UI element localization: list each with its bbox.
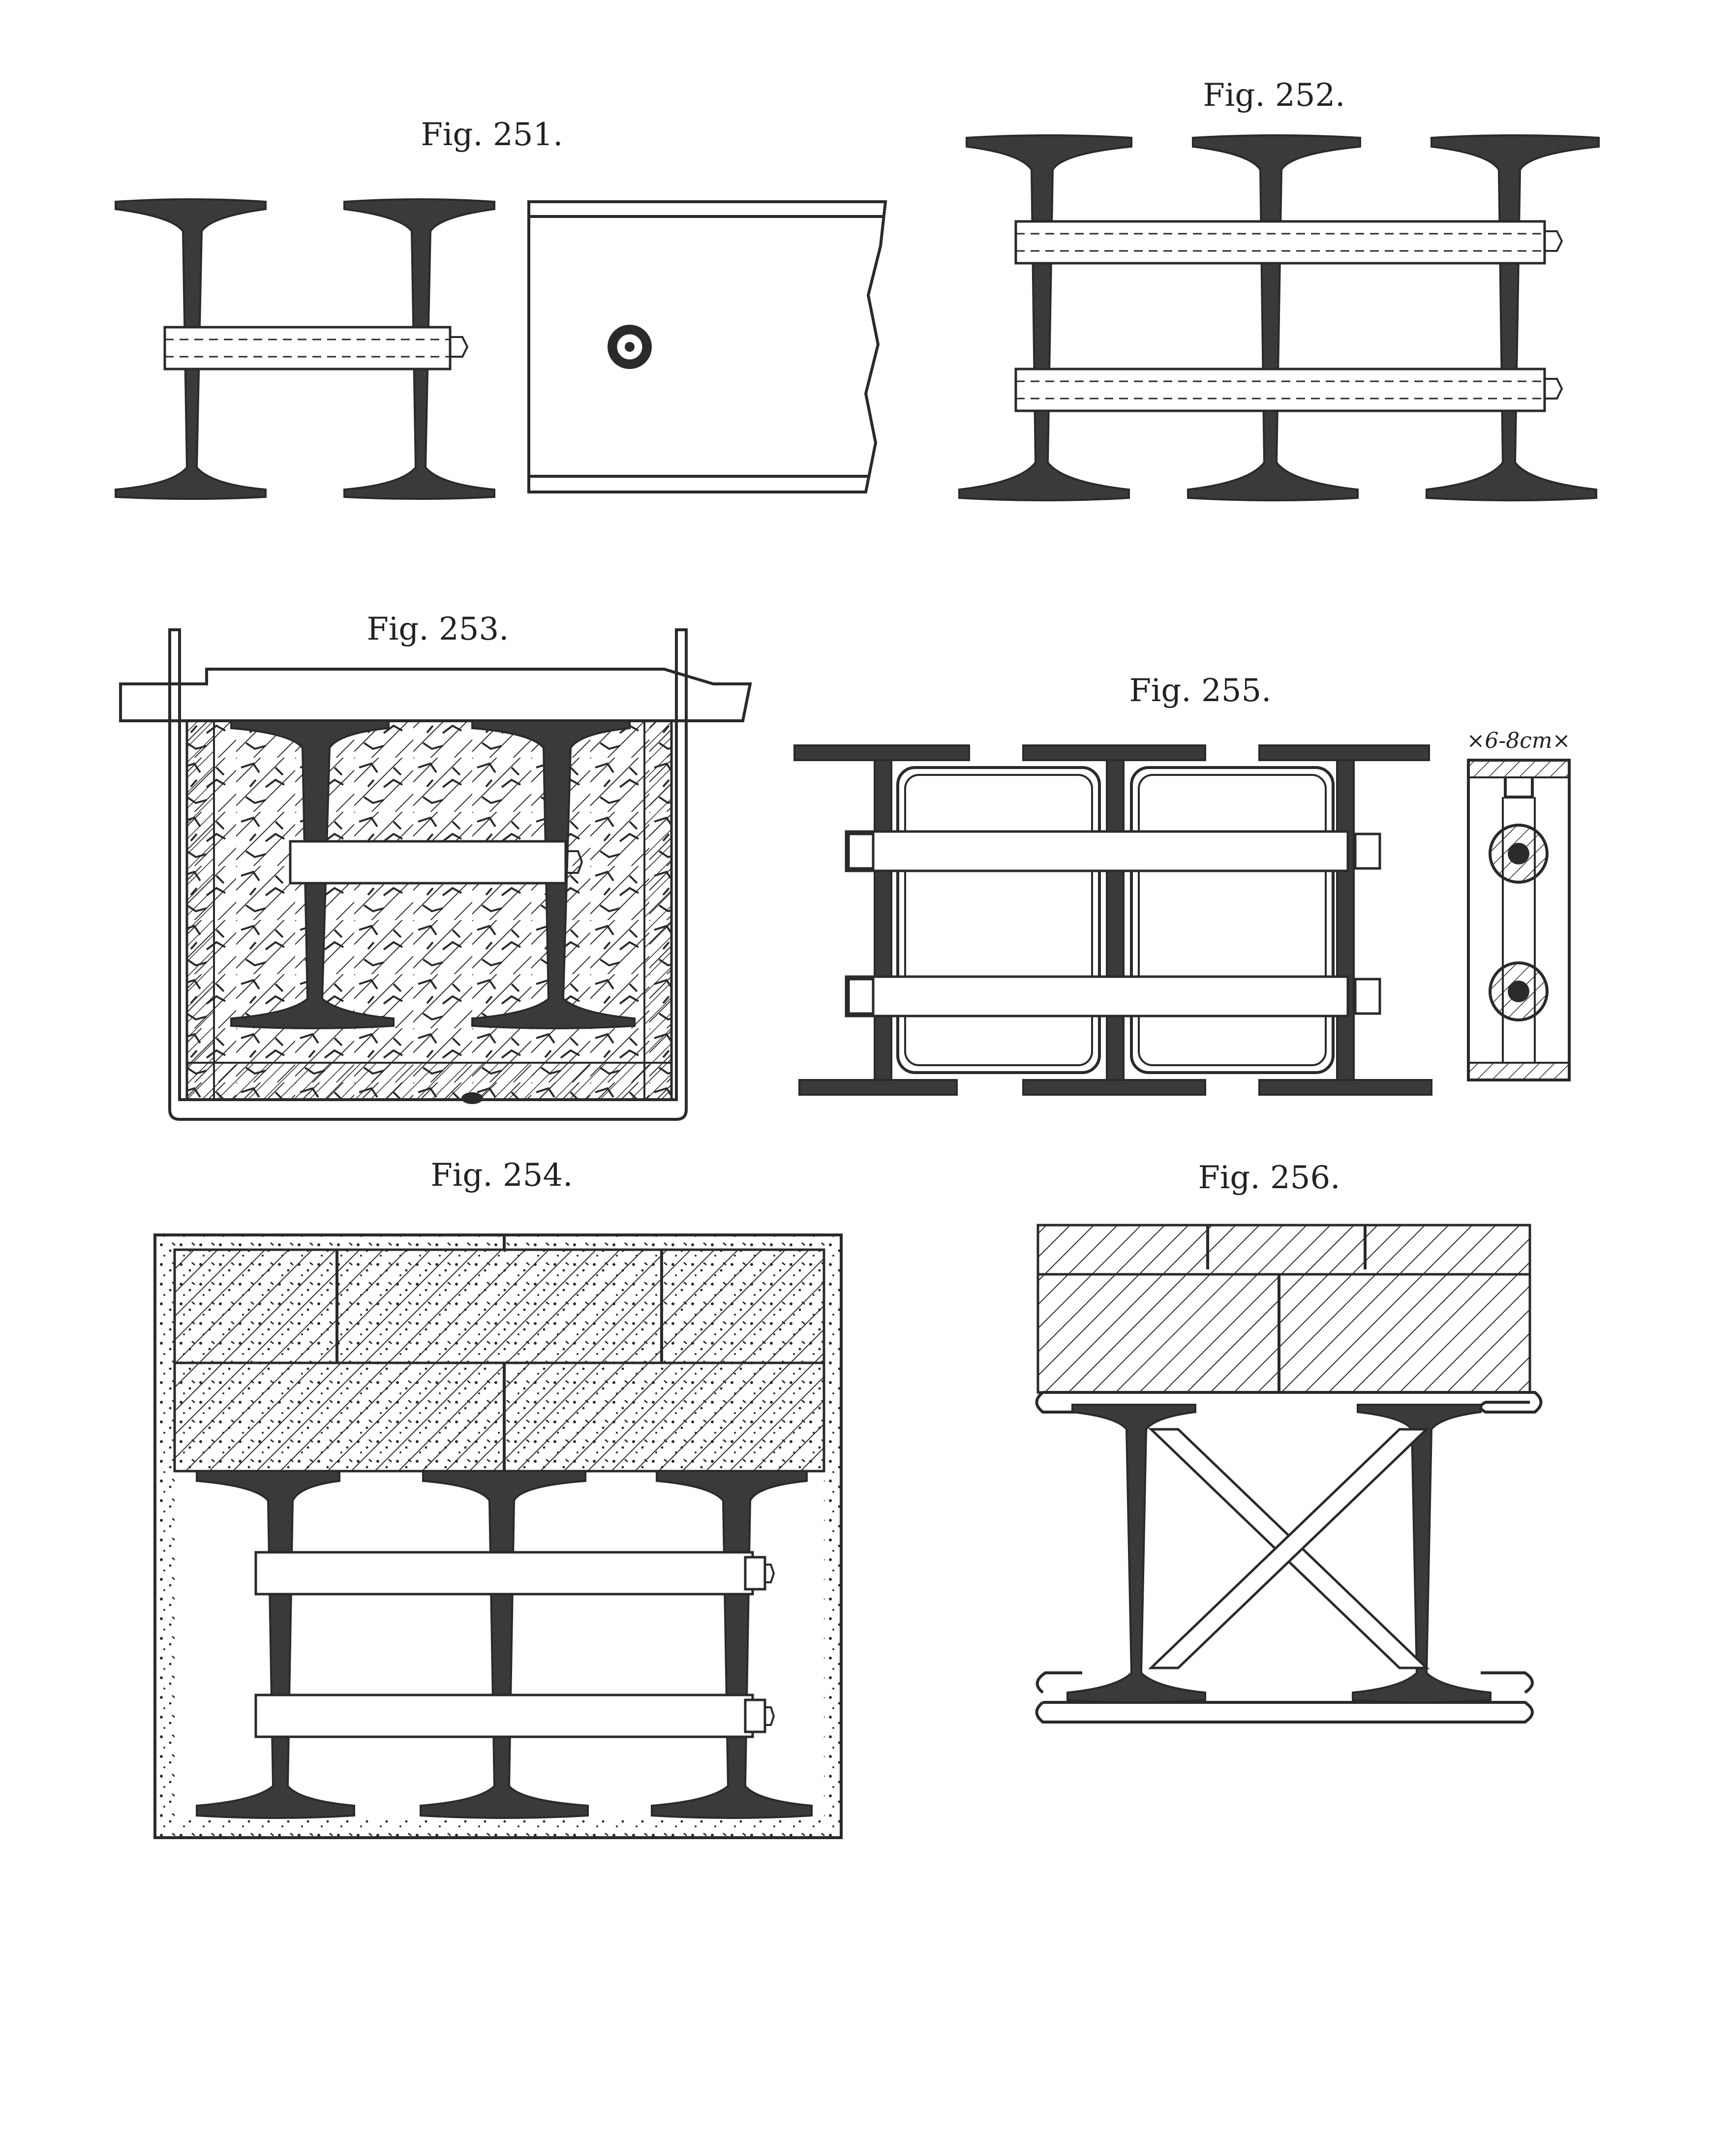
spacer-pipe: [1014, 368, 1563, 412]
figure-254: Fig. 254.: [153, 1157, 843, 1839]
figure-255: Fig. 255.: [793, 673, 1571, 1096]
top-flanges: [793, 744, 1430, 761]
formwork-board: [119, 668, 752, 722]
sheet-frame: [896, 766, 1335, 1074]
figure-255-caption: Fig. 255.: [1129, 673, 1271, 709]
i-beam: [420, 1470, 589, 1819]
spacer-pipe: [254, 1694, 775, 1738]
dimension-label: ×6-8cm×: [1467, 728, 1571, 753]
i-beam: [1352, 1404, 1491, 1703]
figure-252: Fig. 252.: [958, 77, 1600, 501]
figure-252-caption: Fig. 252.: [1203, 77, 1345, 114]
figure-256-caption: Fig. 256.: [1198, 1160, 1340, 1196]
detail-section: ×6-8cm×: [1467, 728, 1571, 1081]
i-beam: [1187, 134, 1361, 501]
spacer-pipe: [254, 1551, 775, 1596]
i-beam-webs: [874, 759, 1355, 1081]
figure-254-caption: Fig. 254.: [430, 1157, 573, 1194]
figure-251: Fig. 251.: [115, 117, 887, 500]
masonry-courses: [1036, 1224, 1531, 1394]
beam-side-view: [527, 200, 887, 493]
drain-hole-icon: [461, 1092, 483, 1104]
figure-256: Fig. 256.: [1035, 1160, 1543, 1724]
masonry-courses: [173, 1235, 825, 1473]
i-beam: [1066, 1404, 1206, 1703]
i-beam: [1426, 134, 1600, 501]
i-beam: [196, 1470, 355, 1819]
figure-253-caption: Fig. 253.: [366, 611, 509, 647]
bottom-flanges: [798, 1079, 1432, 1096]
i-beam: [958, 134, 1132, 501]
concrete-fill: [185, 719, 673, 1101]
clip-sheet: [1035, 1391, 1543, 1724]
spacer-pipe: [289, 840, 583, 885]
i-beam: [651, 1470, 813, 1819]
spacer-pipes: [845, 830, 1381, 1017]
figure-253: Fig. 253.: [119, 611, 752, 1121]
figure-251-caption: Fig. 251.: [421, 117, 563, 153]
spacer-pipe: [163, 326, 469, 370]
cross-bracing: [1148, 1428, 1430, 1669]
suspension-strap: [168, 628, 688, 1121]
spacer-pipe: [1014, 220, 1563, 265]
